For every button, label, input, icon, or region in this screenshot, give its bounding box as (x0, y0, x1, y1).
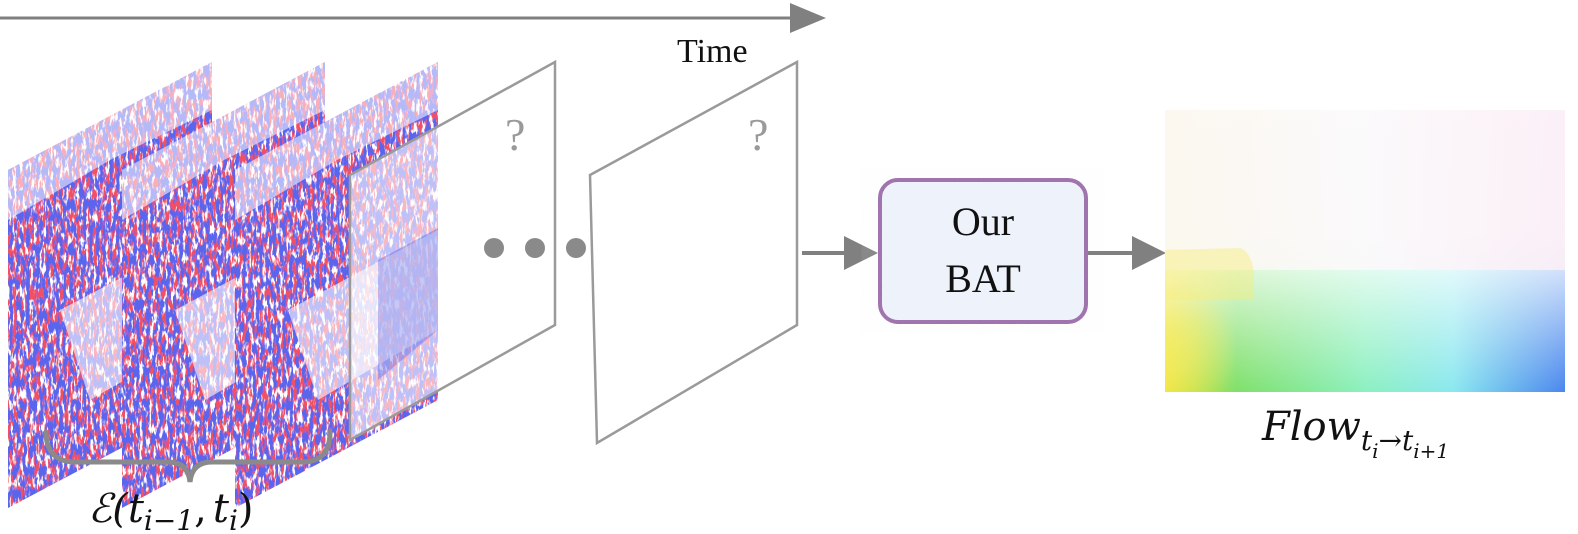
event-window-label: ℰ(ti−1,ti) (88, 486, 254, 534)
arrow-to-flow (1088, 236, 1166, 270)
arrow-to-model (802, 236, 878, 270)
model-label-line2: BAT (945, 256, 1021, 301)
unknown-mark-1: ? (505, 109, 525, 160)
unknown-mark-2: ? (748, 109, 768, 160)
unknown-frame-2 (588, 59, 799, 446)
unknown-frame-1 (348, 59, 557, 443)
model-box (878, 178, 1088, 324)
ellipsis-dots (484, 238, 586, 258)
time-label: Time (677, 33, 748, 70)
event-window-brace (43, 429, 333, 483)
time-arrow (0, 3, 826, 33)
flow-image (1165, 110, 1565, 392)
flow-label: Flowti→ti+1 (1261, 404, 1449, 463)
model-label-line1: Our (952, 199, 1014, 244)
